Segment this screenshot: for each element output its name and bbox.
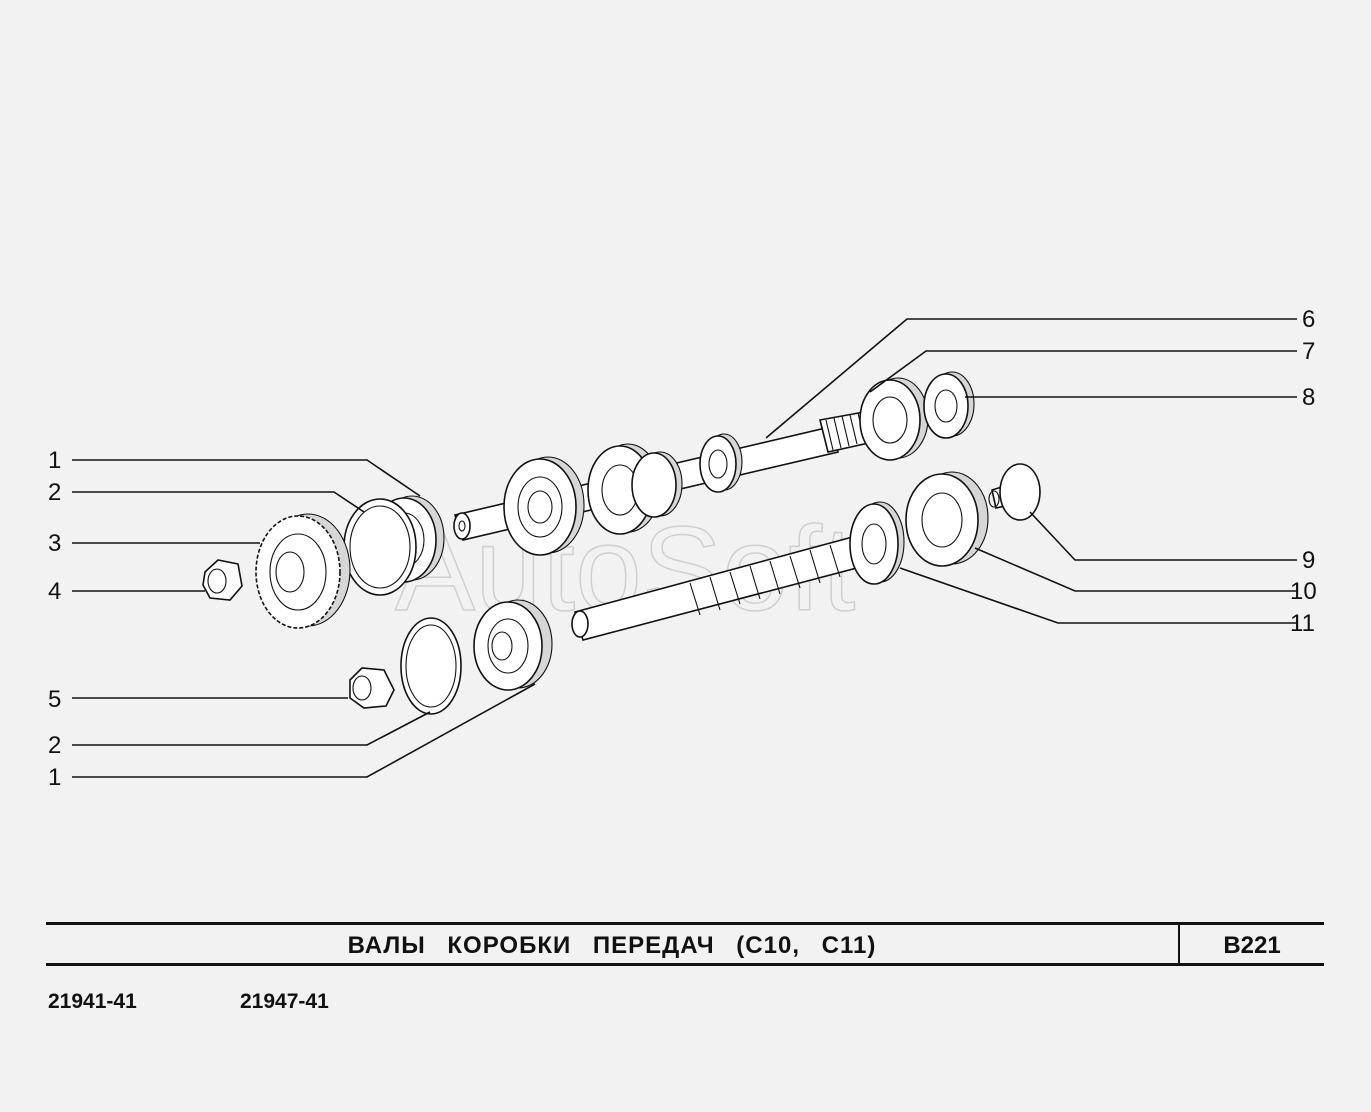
callout-10: 10 [1290, 578, 1317, 605]
callout-3: 3 [48, 530, 61, 557]
callouts-left: 1 2 3 4 5 2 1 [48, 447, 61, 791]
leader-lines [72, 318, 1297, 778]
gear-3 [255, 513, 351, 629]
title-divider [1178, 925, 1180, 963]
callout-7: 7 [1302, 338, 1315, 365]
plug-9 [988, 463, 1041, 521]
nut-5 [349, 667, 395, 709]
callout-5: 5 [48, 686, 61, 713]
title-bar: ВАЛЫ КОРОБКИ ПЕРЕДАЧ (С10, С11) B221 [46, 922, 1324, 966]
upper-shaft [453, 409, 883, 556]
model-number-2: 21947-41 [240, 990, 329, 1013]
callout-2-upper: 2 [48, 479, 61, 506]
callout-11: 11 [1290, 610, 1315, 637]
snap-ring-upper [343, 498, 417, 596]
bearing-10 [905, 471, 989, 567]
lower-shaft [571, 501, 905, 641]
callout-6: 6 [1302, 306, 1315, 333]
callout-4: 4 [48, 578, 61, 605]
callout-1-lower: 1 [48, 764, 61, 791]
diagram-title: ВАЛЫ КОРОБКИ ПЕРЕДАЧ (С10, С11) [347, 932, 877, 959]
callout-9: 9 [1302, 547, 1315, 574]
callout-1-upper: 1 [48, 447, 61, 474]
bearing-lower-left [473, 599, 553, 691]
nut-4 [202, 559, 243, 601]
callouts-right: 6 7 8 9 10 11 [1290, 306, 1317, 637]
diagram-code: B221 [1223, 932, 1281, 959]
snap-ring-lower [400, 617, 462, 715]
bearing-8 [923, 371, 975, 439]
bearing-7 [859, 377, 929, 461]
model-number-1: 21941-41 [48, 990, 137, 1013]
callout-2-lower: 2 [48, 732, 61, 759]
callout-8: 8 [1302, 384, 1315, 411]
